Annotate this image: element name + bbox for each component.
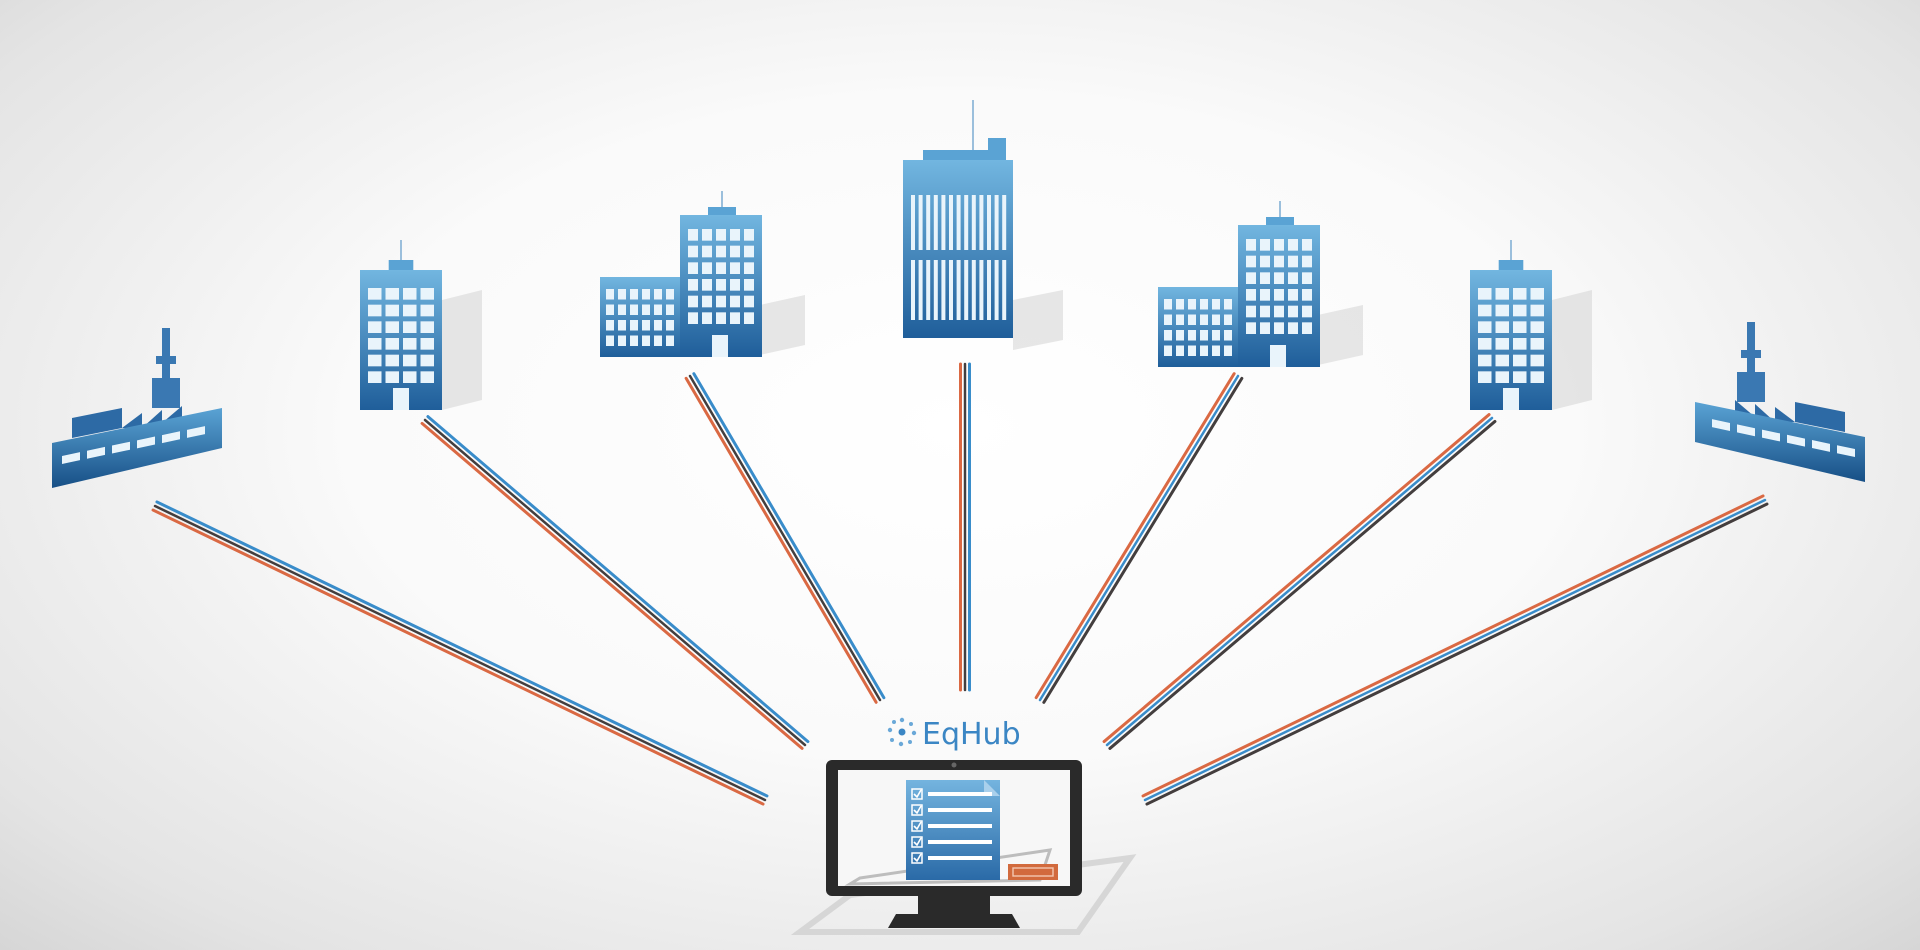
connection-line [151,500,769,806]
connection-line [420,415,810,750]
skyscraper-icon [903,100,1063,350]
office-campus-icon [1158,201,1363,367]
send-button-icon [1008,864,1058,880]
factory-icon [1695,322,1865,482]
connection-line [684,372,886,704]
eqhub-hub: EqHub [790,717,1137,935]
connection-lines [151,362,1769,806]
monitor-with-checklist-icon [826,760,1082,928]
connection-line [1102,413,1497,750]
factory-icon [52,328,222,488]
brand-label: EqHub [922,717,1021,752]
connection-line [1141,494,1769,806]
connection-line [959,362,971,692]
connection-line [1034,372,1244,704]
checklist-document-icon [906,780,1000,880]
dotted-circle-logo-icon [887,717,917,747]
sites-group [52,100,1865,488]
office-tower-icon [1470,240,1592,410]
office-campus-icon [600,191,805,357]
office-tower-icon [360,240,482,410]
